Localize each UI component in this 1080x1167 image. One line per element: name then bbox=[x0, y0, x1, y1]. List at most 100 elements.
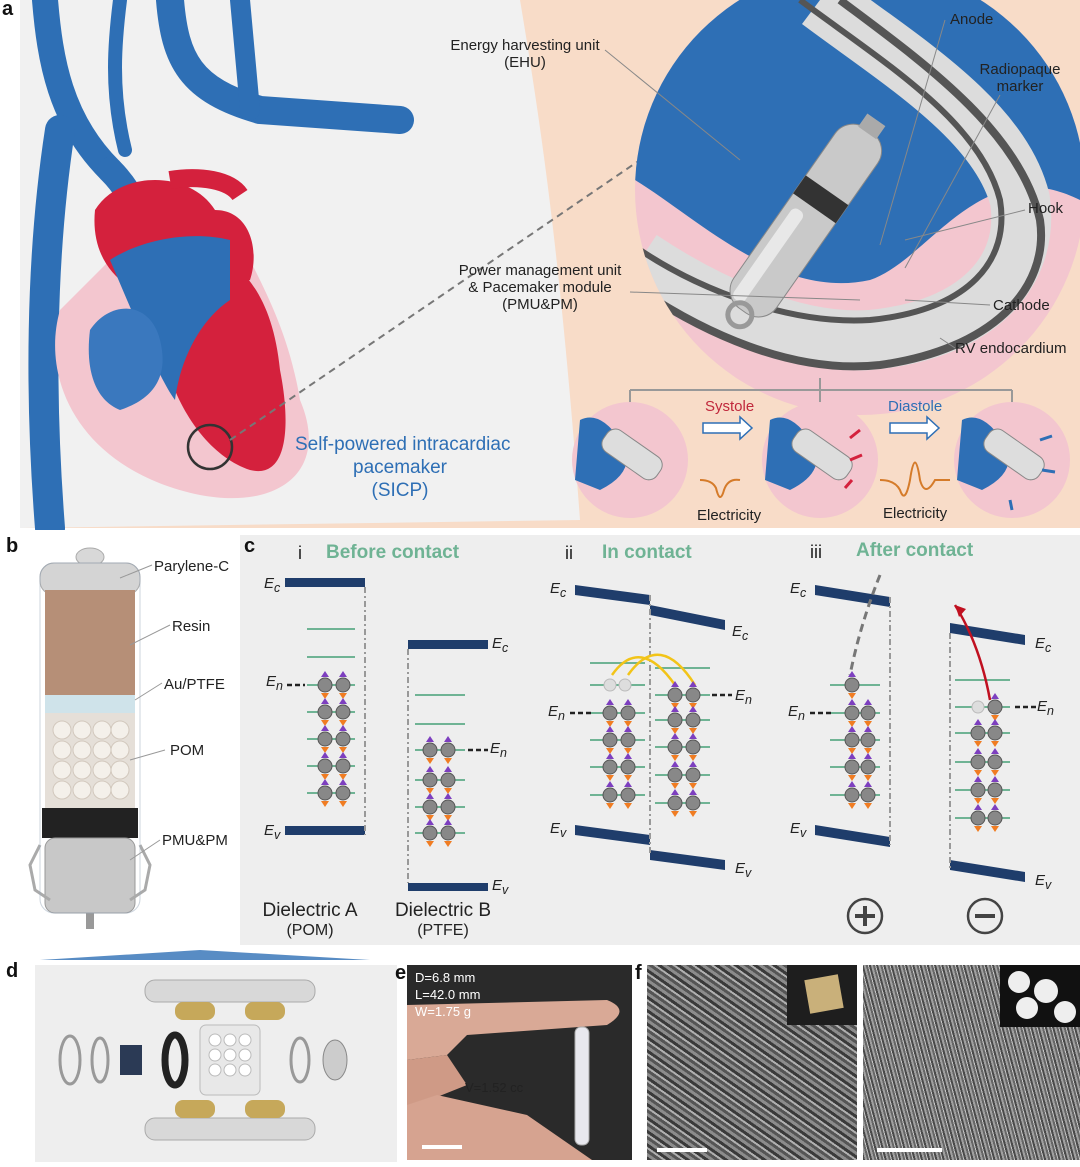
sicp-label: Self-powered intracardiac pacemaker (SIC… bbox=[295, 433, 511, 502]
systole-arrow bbox=[702, 415, 754, 441]
c-iii-num: iii bbox=[810, 542, 822, 562]
diastole-label: Diastole bbox=[888, 398, 943, 415]
dielectric-b-label: Dielectric B (PTFE) bbox=[383, 900, 503, 940]
diameter-label: D=6.8 mm bbox=[415, 970, 476, 985]
small-circle-2 bbox=[762, 402, 878, 518]
hook-label: Hook bbox=[1028, 200, 1064, 217]
ev-label-iiib: Ev bbox=[1035, 872, 1052, 892]
pmu-line3: (PMU&PM) bbox=[502, 296, 578, 313]
marker-line2: marker bbox=[996, 78, 1044, 95]
electricity-label-2: Electricity bbox=[883, 505, 948, 522]
ec-label-iiib: Ec bbox=[1035, 635, 1052, 655]
en-label-iia: En bbox=[548, 703, 565, 723]
ec-label-iiia: Ec bbox=[790, 580, 807, 600]
dielectric-a-material: (POM) bbox=[286, 922, 334, 939]
ev-label-iiia: Ev bbox=[790, 820, 807, 840]
parylene-label: Parylene-C bbox=[154, 558, 230, 575]
pom-inset bbox=[1000, 965, 1080, 1027]
sicp-line3: (SICP) bbox=[371, 480, 429, 501]
sem-image-left bbox=[647, 965, 857, 1160]
ehu-label: Energy harvesting unit (EHU) bbox=[440, 37, 610, 71]
panel-letter-e: e bbox=[395, 962, 407, 984]
veins bbox=[28, 0, 414, 543]
en-label-iiia: En bbox=[788, 703, 805, 723]
panel-letter-a: a bbox=[2, 0, 14, 20]
dielectric-b-name: Dielectric B bbox=[394, 900, 492, 921]
ev-label-iib: Ev bbox=[735, 860, 752, 880]
scale-bar-left bbox=[657, 1148, 707, 1152]
pmu-line2: & Pacemaker module bbox=[468, 279, 612, 296]
electricity-label-1: Electricity bbox=[697, 507, 762, 524]
diastole-arrow bbox=[889, 415, 941, 441]
volume-label: V=1.52 cc bbox=[465, 1080, 524, 1095]
en-label-iib: En bbox=[735, 687, 752, 707]
sicp-line2: pacemaker bbox=[353, 457, 447, 478]
panel-b-device bbox=[28, 547, 171, 929]
magnified-view bbox=[635, 0, 1080, 415]
pmu-label: Power management unit & Pacemaker module… bbox=[450, 262, 630, 313]
au-ptfe-label: Au/PTFE bbox=[164, 676, 225, 693]
diagram-ii bbox=[570, 585, 732, 870]
panel-letter-d: d bbox=[6, 960, 19, 982]
electricity-wave-2 bbox=[879, 461, 950, 497]
small-circle-1 bbox=[572, 402, 688, 518]
panel-c: c i Before contact ii In contact iii Aft… bbox=[240, 535, 1080, 945]
dielectric-b-material: (PTFE) bbox=[417, 922, 469, 939]
c-ii-title: In contact bbox=[602, 542, 692, 563]
panel-letter-b: b bbox=[6, 535, 19, 557]
rv-endocardium-label: RV endocardium bbox=[955, 340, 1067, 357]
ec-label-iia: Ec bbox=[550, 580, 567, 600]
ec-label-ia: Ec bbox=[264, 575, 281, 595]
diagram-i bbox=[285, 578, 488, 891]
en-label-iiib: En bbox=[1037, 698, 1054, 718]
electricity-wave-1 bbox=[699, 478, 741, 498]
ec-label-ib: Ec bbox=[492, 635, 509, 655]
pmu-line1: Power management unit bbox=[458, 262, 622, 279]
length-label: L=42.0 mm bbox=[415, 987, 481, 1002]
pom-label: POM bbox=[170, 742, 205, 759]
en-label-ib: En bbox=[490, 740, 507, 760]
sem-image-right bbox=[863, 965, 1080, 1160]
c-i-num: i bbox=[298, 543, 302, 563]
c-ii-num: ii bbox=[565, 543, 573, 563]
panel-a-illustration bbox=[20, 0, 1080, 543]
scale-bar-right bbox=[877, 1148, 942, 1152]
panel-f: f bbox=[635, 960, 1080, 1162]
au-ptfe-inset bbox=[787, 965, 857, 1025]
resin-label: Resin bbox=[172, 618, 211, 635]
plus-icon bbox=[846, 897, 884, 935]
panel-d-exploded-view bbox=[35, 950, 397, 1162]
panel-c-diagram bbox=[285, 574, 1037, 935]
ehu-line2: (EHU) bbox=[504, 54, 546, 71]
systole-label: Systole bbox=[705, 398, 755, 415]
en-label-ia: En bbox=[266, 673, 283, 693]
ev-label-ia: Ev bbox=[264, 822, 281, 842]
ec-label-iib: Ec bbox=[732, 623, 749, 643]
panel-letter-f: f bbox=[635, 962, 642, 984]
zoom-line bbox=[229, 159, 641, 441]
panel-a: a Energy harvesting unit (EHU) Anode Rad… bbox=[0, 0, 1080, 543]
panel-b-callouts bbox=[119, 564, 171, 861]
diagram-iii bbox=[810, 574, 1037, 935]
pmu-pm-label: PMU&PM bbox=[162, 832, 228, 849]
finger-photo bbox=[407, 965, 632, 1160]
zoom-circle bbox=[186, 423, 234, 471]
ev-label-ib: Ev bbox=[492, 877, 509, 897]
dielectric-a-label: Dielectric A (POM) bbox=[250, 900, 370, 940]
anode-label: Anode bbox=[950, 11, 994, 28]
cathode-label: Cathode bbox=[993, 297, 1050, 314]
marker-line1: Radiopaque bbox=[979, 61, 1061, 78]
ehu-line1: Energy harvesting unit bbox=[450, 37, 600, 54]
c-iii-title: After contact bbox=[856, 540, 974, 561]
panel-e: e D=6.8 mm L=42.0 mm W=1.75 g V=1.52 cc bbox=[395, 960, 640, 1162]
radiopaque-marker-label: Radiopaque marker bbox=[975, 61, 1065, 95]
panel-d: d bbox=[0, 950, 400, 1162]
connector-lines bbox=[629, 378, 1013, 405]
heart bbox=[55, 169, 309, 499]
callout-lines bbox=[604, 19, 1026, 349]
sicp-line1: Self-powered intracardiac bbox=[295, 434, 511, 455]
small-circle-3 bbox=[954, 402, 1070, 518]
ev-label-iia: Ev bbox=[550, 820, 567, 840]
weight-label: W=1.75 g bbox=[415, 1004, 472, 1019]
dielectric-a-name: Dielectric A bbox=[262, 900, 358, 921]
